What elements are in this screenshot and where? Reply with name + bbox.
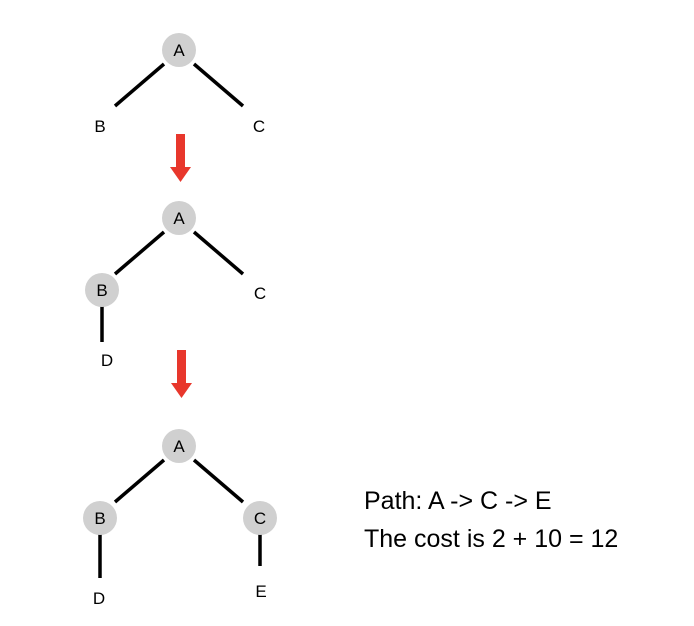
edge-a-b [113, 458, 166, 504]
node-a-label: A [173, 41, 185, 60]
node-b-label: B [94, 117, 105, 136]
node-e-label: E [255, 582, 266, 601]
node-b-circle [83, 501, 117, 535]
node-a-circle [162, 429, 196, 463]
edge-a-c [192, 62, 245, 108]
edge-a-b [113, 62, 166, 108]
down-arrow-1 [170, 134, 191, 182]
node-b-label: B [94, 509, 105, 528]
tree-stage-3: A B C D E [83, 429, 277, 608]
cost-caption: The cost is 2 + 10 = 12 [364, 525, 619, 553]
node-d-label: D [101, 351, 113, 370]
edge-a-c [192, 458, 245, 504]
node-a-label: A [173, 209, 185, 228]
tree-stage-2: A B C D [85, 201, 266, 370]
node-b-label: B [96, 281, 107, 300]
tree-stage-1: A B C [94, 33, 265, 136]
arrow-shaft [177, 350, 186, 384]
node-c-circle [243, 501, 277, 535]
node-c-label: C [254, 284, 266, 303]
node-c-label: C [254, 509, 266, 528]
node-c-label: C [253, 117, 265, 136]
node-b-circle [85, 273, 119, 307]
node-a-label: A [173, 437, 185, 456]
node-a-circle [162, 201, 196, 235]
arrow-head [170, 167, 191, 182]
down-arrow-2 [171, 350, 192, 398]
node-a-circle [162, 33, 196, 67]
edge-a-c [192, 230, 245, 276]
node-d-label: D [93, 589, 105, 608]
edge-a-b [113, 230, 166, 276]
arrow-head [171, 383, 192, 398]
arrow-shaft [176, 134, 185, 168]
path-caption: Path: A -> C -> E [364, 487, 552, 515]
